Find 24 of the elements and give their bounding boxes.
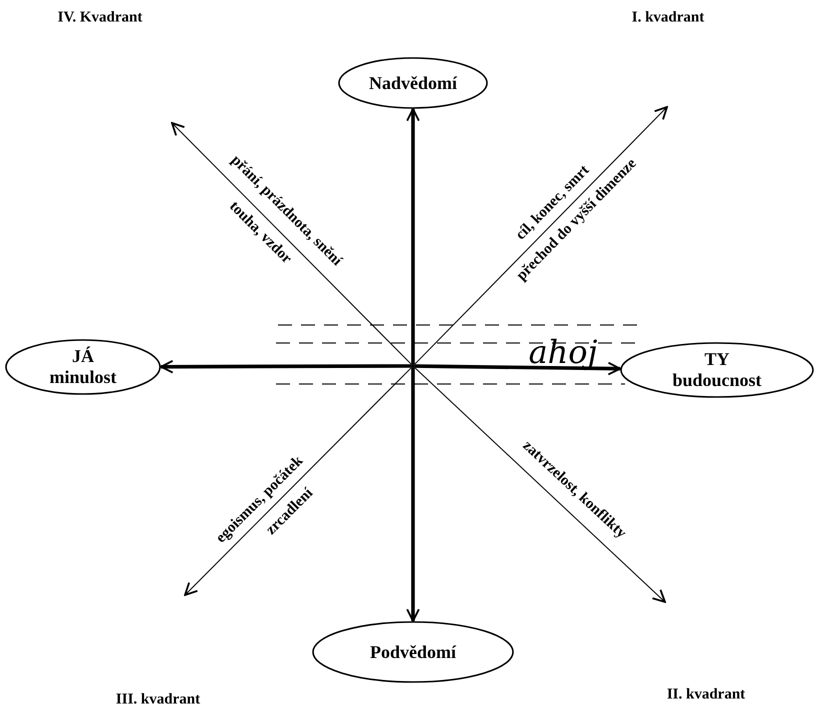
node-label: minulost (49, 367, 117, 388)
handwritten-word: ahoj (528, 336, 598, 368)
quadrant-label: IV. Kvadrant (58, 10, 142, 26)
node-label: Nadvědomí (368, 72, 457, 94)
node-label: TY (704, 349, 730, 370)
ellipse-node (620, 342, 814, 398)
center-point (411, 364, 415, 368)
arrow (406, 368, 420, 622)
arrow (406, 108, 420, 364)
quadrant-label: II. kvadrant (666, 688, 746, 702)
arrow (414, 106, 668, 366)
ellipse-node (5, 339, 161, 395)
arrow (184, 366, 412, 596)
node-label: Podvědomí (370, 642, 456, 662)
arrow (414, 366, 666, 603)
quadrant-label: I. kvadrant (632, 10, 704, 26)
ellipse-node (312, 621, 514, 683)
node-label: budoucnost (672, 370, 762, 391)
node-label: JÁ (72, 346, 94, 367)
arrow (414, 362, 622, 376)
arrow (160, 360, 411, 374)
ellipse-node (338, 57, 488, 109)
quadrant-label: III. kvadrant (116, 692, 200, 708)
arrow (171, 122, 412, 366)
